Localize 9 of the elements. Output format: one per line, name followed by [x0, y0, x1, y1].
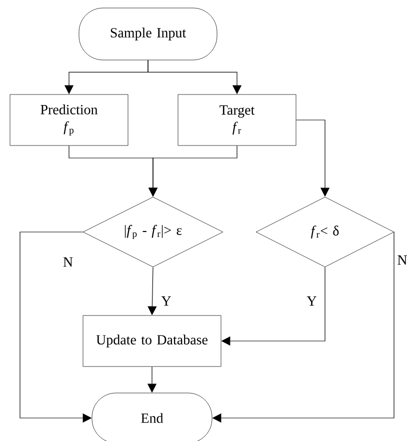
terminal-box: End [92, 392, 212, 441]
edge-label: Y [306, 295, 318, 307]
terminal-box: Sample Input [78, 8, 218, 60]
process-box: Prediction f$_{p}$ [10, 94, 128, 146]
edge-label: N [62, 256, 74, 268]
edge-label: Y [160, 295, 172, 307]
edge-label: N [396, 254, 407, 266]
process-box: Target f$_{r}$ [178, 94, 296, 146]
process-box: Update to Database [82, 315, 222, 367]
